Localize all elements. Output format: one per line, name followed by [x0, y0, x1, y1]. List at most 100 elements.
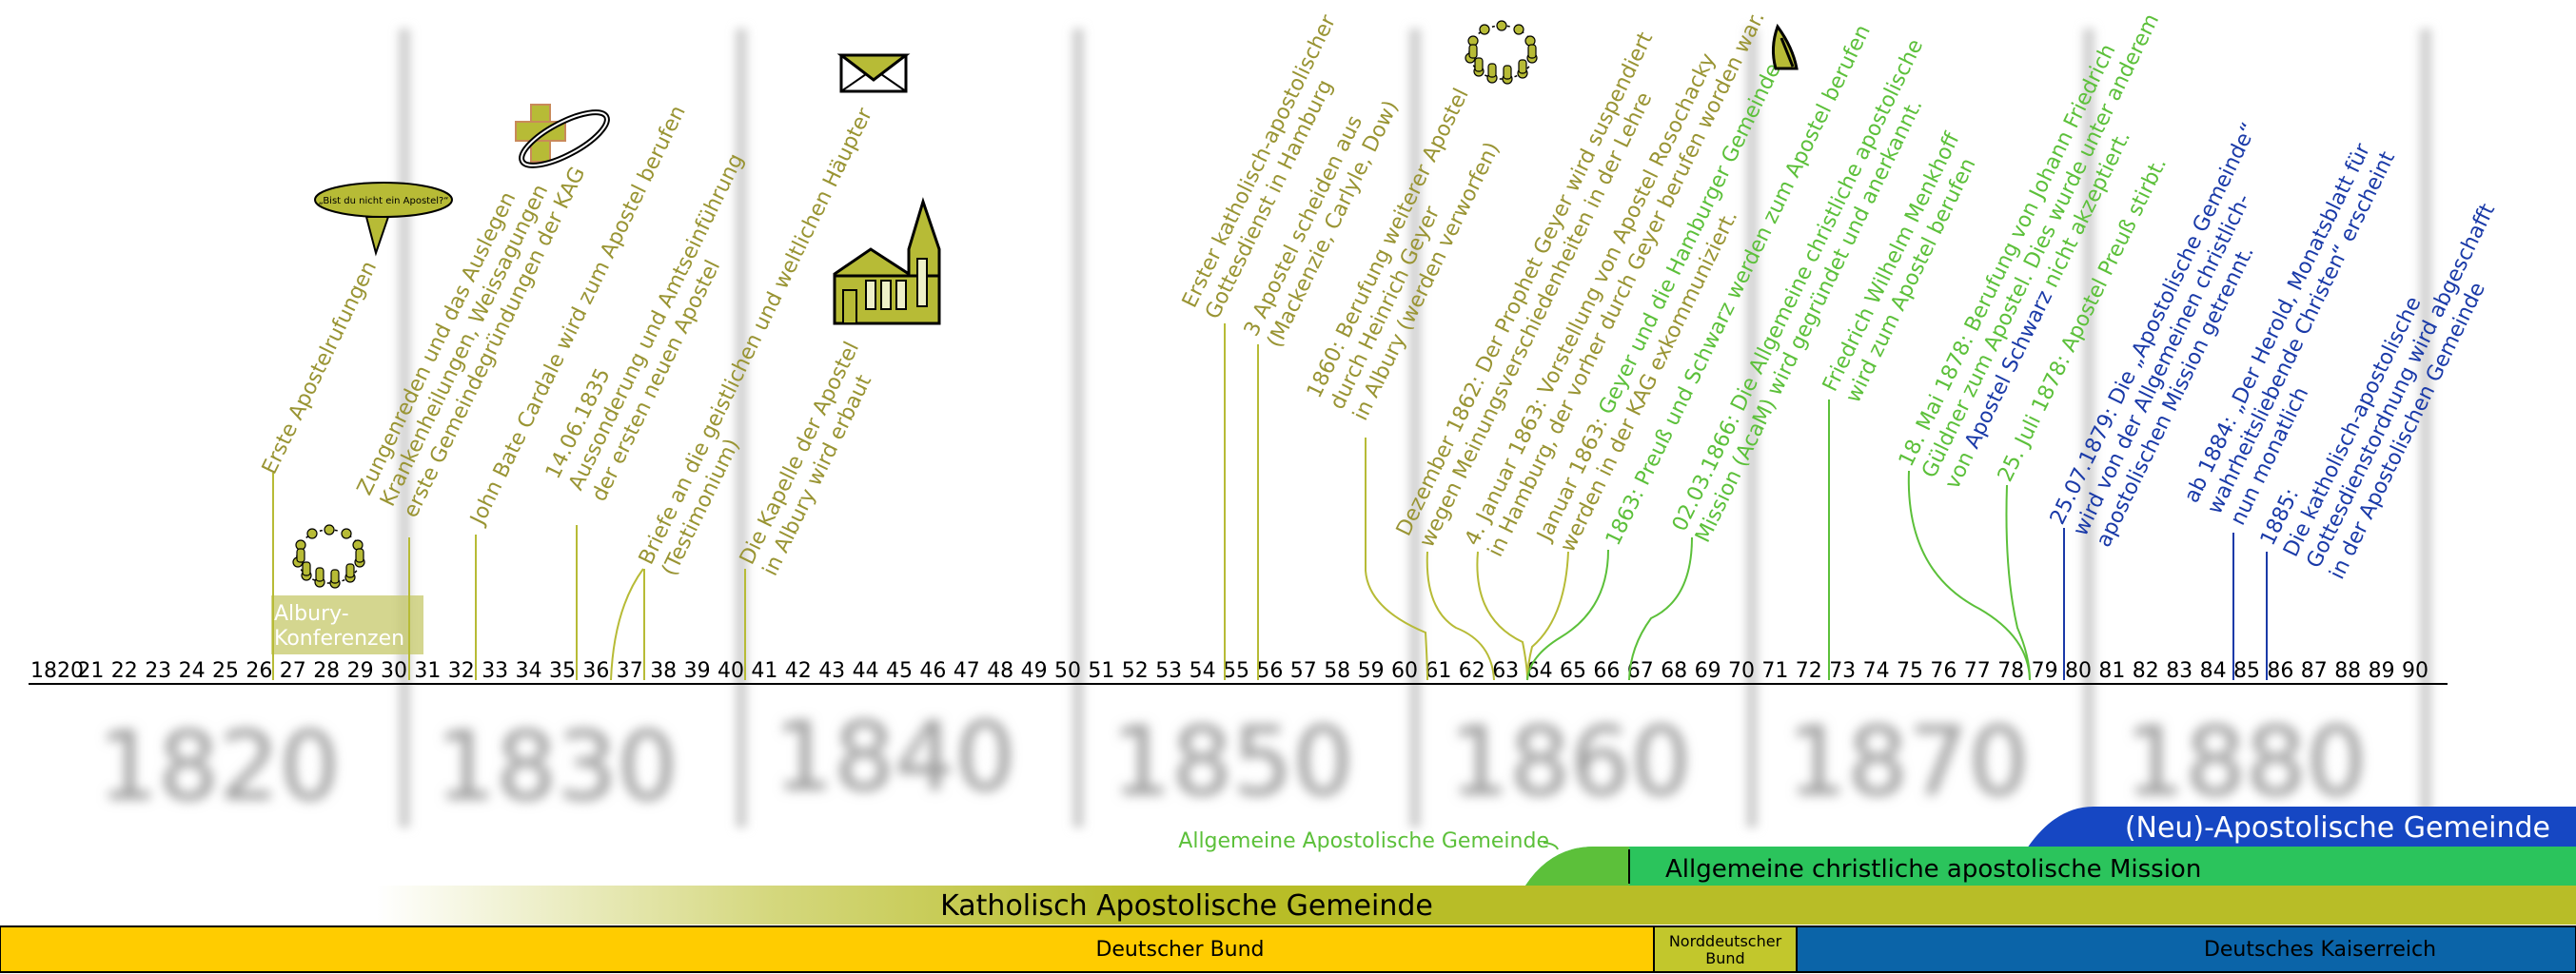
people-circle-icon — [292, 524, 365, 589]
year-tick-label: 75 — [1897, 659, 1923, 683]
year-tick-label: 81 — [2098, 659, 2125, 683]
decade-labels: 1820 1830 1840 1850 1860 1870 1880 — [98, 701, 2368, 822]
people-circle-icon — [1465, 20, 1538, 85]
year-tick-label: 70 — [1728, 659, 1755, 683]
year-tick-label: 57 — [1290, 659, 1317, 683]
year-tick-label: 87 — [2301, 659, 2328, 683]
year-tick-label: 76 — [1930, 659, 1957, 683]
year-tick-label: 59 — [1358, 659, 1385, 683]
event-connectors — [272, 323, 2268, 681]
decade-label: 1850 — [1111, 706, 1354, 817]
year-tick-label: 22 — [111, 659, 138, 683]
year-tick-label: 40 — [718, 659, 744, 683]
year-tick-label: 80 — [2065, 659, 2092, 683]
band-acam — [1525, 847, 2576, 886]
year-tick-label: 83 — [2166, 659, 2193, 683]
year-tick-label: 34 — [516, 659, 542, 683]
albury-label: Konferenzen — [274, 627, 404, 651]
year-tick-label: 72 — [1796, 659, 1822, 683]
envelope-icon — [836, 53, 911, 93]
decade-label: 1860 — [1449, 706, 1692, 817]
decade-label: 1880 — [2125, 706, 2368, 817]
decade-label: 1820 — [98, 711, 341, 822]
band-aag — [1525, 847, 1629, 886]
year-tick-label: 52 — [1122, 659, 1149, 683]
year-tick-label: 51 — [1088, 659, 1114, 683]
year-tick-label: 65 — [1560, 659, 1586, 683]
year-tick-label: 88 — [2334, 659, 2361, 683]
band-label: Katholisch Apostolische Gemeinde — [940, 889, 1433, 923]
year-tick-label: 89 — [2369, 659, 2395, 683]
handshake-cross-icon — [515, 104, 610, 168]
year-tick-label: 38 — [650, 659, 677, 683]
albury-conferences-band — [271, 595, 423, 654]
band-label: Allgemeine christliche apostolische Miss… — [1665, 855, 2201, 884]
year-tick-label: 82 — [2133, 659, 2159, 683]
decade-label: 1830 — [436, 711, 678, 822]
year-tick-label: 25 — [212, 659, 239, 683]
year-tick-label: 55 — [1223, 659, 1249, 683]
feather-icon — [1771, 23, 1799, 70]
year-tick-label: 62 — [1459, 659, 1485, 683]
chapel-icon — [833, 197, 941, 325]
speech-bubble-icon: „Bist du nicht ein Apostel?“ — [314, 182, 453, 257]
year-tick-label: 48 — [987, 659, 1013, 683]
year-tick-label: 43 — [818, 659, 845, 683]
speech-bubble-text: „Bist du nicht ein Apostel?“ — [319, 196, 449, 206]
year-tick-label: 29 — [347, 659, 374, 683]
year-tick-label: 90 — [2402, 659, 2429, 683]
year-tick-label: 47 — [954, 659, 980, 683]
year-tick-label: 71 — [1761, 659, 1788, 683]
year-tick-label: 30 — [381, 659, 407, 683]
year-tick-label: 61 — [1425, 659, 1451, 683]
band-label: (Neu)-Apostolische Gemeinde — [2125, 811, 2550, 845]
band-label: Allgemeine Apostolische Gemeinde — [1178, 829, 1549, 853]
year-tick-label: 21 — [77, 659, 104, 683]
year-tick-label: 79 — [2032, 659, 2058, 683]
band-label: Deutsches Kaiserreich — [2204, 938, 2436, 962]
year-tick-label: 36 — [582, 659, 609, 683]
year-tick-label: 26 — [246, 659, 272, 683]
year-tick-label: 66 — [1593, 659, 1620, 683]
year-tick-label: 28 — [313, 659, 340, 683]
event-text: Erste Apostelrufungen — [258, 258, 382, 478]
year-tick-label: 73 — [1829, 659, 1856, 683]
band-kag — [376, 886, 2576, 925]
year-tick-label: 58 — [1324, 659, 1350, 683]
year-tick-label: 33 — [482, 659, 508, 683]
year-tick-label: 68 — [1661, 659, 1687, 683]
year-tick-label: 64 — [1526, 659, 1553, 683]
year-tick-label: 32 — [448, 659, 475, 683]
year-tick-label: 35 — [549, 659, 576, 683]
year-tick-label: 45 — [886, 659, 913, 683]
year-tick-label: 56 — [1256, 659, 1283, 683]
year-tick-label: 60 — [1391, 659, 1418, 683]
albury-label: Albury- — [274, 602, 349, 626]
year-tick-label: 1820 — [30, 659, 84, 683]
year-tick-label: 77 — [1964, 659, 1991, 683]
year-tick-label: 53 — [1155, 659, 1182, 683]
band-deutsches-kaiserreich — [1796, 925, 2576, 973]
year-tick-label: 41 — [751, 659, 777, 683]
decade-label: 1840 — [774, 701, 1016, 812]
year-tick-label: 86 — [2267, 659, 2293, 683]
year-tick-label: 31 — [414, 659, 441, 683]
year-tick-label: 44 — [853, 659, 879, 683]
year-tick-label: 49 — [1021, 659, 1048, 683]
year-tick-label: 37 — [617, 659, 643, 683]
band-label: Norddeutscher — [1669, 932, 1782, 950]
year-tick-label: 50 — [1054, 659, 1081, 683]
year-tick-label: 85 — [2233, 659, 2260, 683]
event-annotations: Erste Apostelrufungen Zungenreden und da… — [258, 8, 2500, 583]
year-tick-label: 23 — [145, 659, 171, 683]
year-tick-label: 39 — [684, 659, 711, 683]
year-tick-label: 54 — [1190, 659, 1216, 683]
year-tick-label: 78 — [1997, 659, 2024, 683]
band-label: Bund — [1705, 949, 1744, 967]
year-tick-label: 74 — [1863, 659, 1890, 683]
band-neu-apostolische — [2027, 807, 2576, 848]
denomination-bands: (Neu)-Apostolische Gemeinde Allgemeine c… — [0, 807, 2576, 973]
year-tick-label: 84 — [2200, 659, 2227, 683]
